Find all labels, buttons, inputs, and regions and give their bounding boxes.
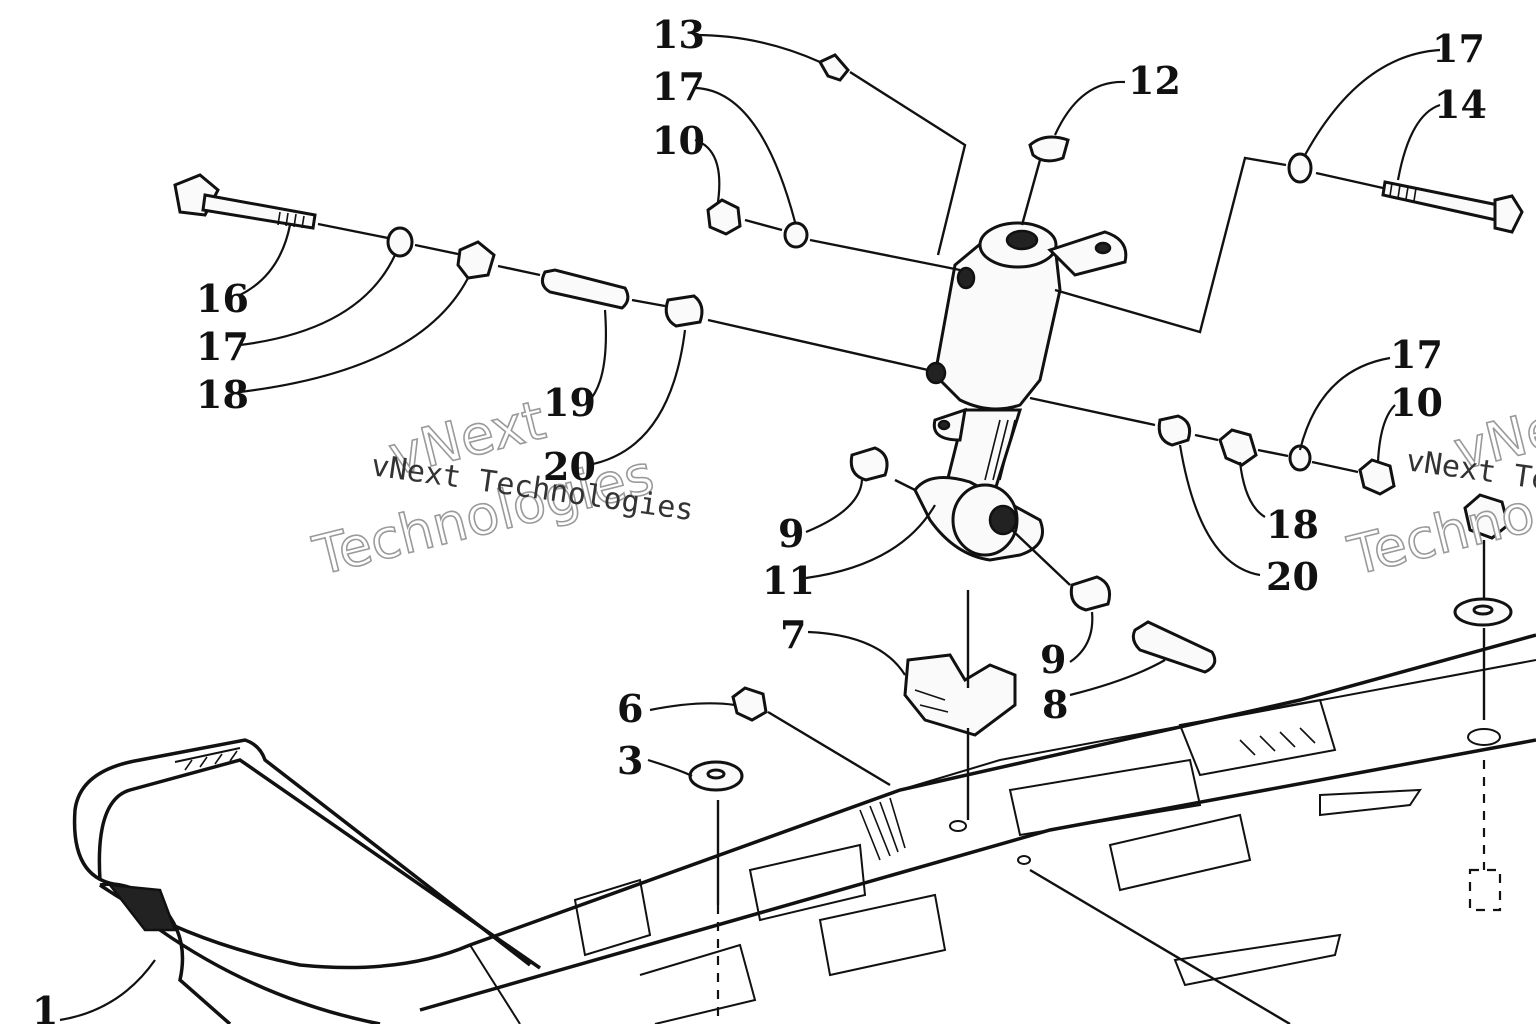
spindle-assembly [913,221,1128,562]
callout-9: 9 [1040,637,1066,682]
nut-18-left [456,240,496,280]
bushing-9-lower [1069,575,1112,612]
callout-9: 9 [778,511,804,556]
watermark-right-big-2: Techno [1342,481,1536,588]
assembly-axes [317,70,1486,1024]
callout-20: 20 [1266,554,1319,599]
nut-6 [731,686,768,722]
nut-10-right [1358,458,1396,496]
nut-18-right [1218,428,1258,467]
cap-12 [1028,135,1070,163]
nut-right-edge [1463,493,1510,540]
bolt-16 [173,173,317,230]
callout-16: 16 [196,276,249,321]
hardware-parts [173,53,1524,792]
washer-17-left [386,226,414,258]
callout-18: 18 [1266,502,1319,547]
callout-6: 6 [617,686,643,731]
callout-17: 17 [1432,26,1485,71]
callout-17: 17 [196,324,249,369]
callout-13: 13 [652,12,705,57]
leader-lines [59,33,1441,1022]
callout-12: 12 [1128,58,1181,103]
callout-1: 1 [32,988,58,1024]
bracket-7 [903,653,1017,737]
callout-10: 10 [1390,380,1443,425]
callout-17: 17 [652,64,705,109]
callout-labels: 13 17 10 12 17 14 16 17 18 19 20 9 11 7 … [32,12,1487,1024]
callout-20: 20 [543,444,596,489]
callout-11: 11 [762,558,815,603]
callout-14: 14 [1434,82,1487,127]
bushing-20-left [664,294,704,328]
grease-fitting-13 [817,53,850,82]
callout-18: 18 [196,372,249,417]
sleeve-19 [540,268,630,310]
callout-8: 8 [1042,682,1068,727]
bushing-20-right [1157,414,1192,447]
bushing-9-upper [849,446,889,482]
washer-17-upper [783,221,809,249]
bolt-14 [1381,180,1524,234]
callout-7: 7 [780,612,806,657]
callout-10: 10 [652,118,705,163]
sleeve-8 [1131,620,1217,674]
callout-17: 17 [1390,332,1443,377]
nut-10-upper [706,198,742,236]
callout-3: 3 [617,738,643,783]
ski [72,633,1536,1024]
washer-17-right-top [1287,152,1313,184]
callout-19: 19 [543,380,596,425]
watermark-right-big-1: vNe [1448,396,1536,483]
